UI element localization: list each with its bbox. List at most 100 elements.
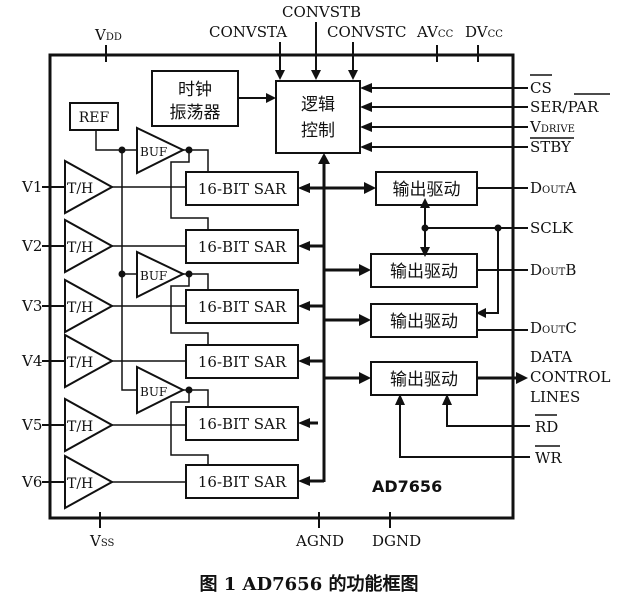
input-label: V5	[21, 416, 42, 434]
doutc-label: DOUTC	[530, 319, 577, 337]
track-hold-label: T/H	[67, 419, 93, 435]
vdrive-label: VDRIVE	[529, 118, 575, 136]
sar-block	[185, 406, 299, 441]
sar-block	[185, 229, 299, 264]
input-channel: V5 T/H	[21, 397, 186, 453]
sar-label: 16-BIT SAR	[198, 353, 287, 371]
wr-line	[399, 403, 530, 458]
sar-label: 16-BIT SAR	[198, 473, 287, 491]
bus-to-sar-arrow	[298, 241, 310, 251]
dvcc-label: DVCC	[465, 23, 503, 41]
wire	[183, 273, 209, 290]
output-driver-1: 输出驱动	[324, 171, 528, 206]
output-driver-block	[370, 303, 478, 338]
input-label: V3	[21, 297, 42, 315]
track-hold-label: T/H	[67, 300, 93, 316]
wire	[170, 390, 209, 465]
input-label: V1	[21, 178, 42, 196]
wire	[183, 149, 209, 172]
input-channel: V3 T/H	[21, 278, 186, 334]
clock-label-line1: 时钟	[178, 80, 212, 100]
output-driver-label: 输出驱动	[390, 370, 458, 390]
sclk-arrow-up	[420, 198, 430, 208]
clock-arrow	[266, 93, 276, 103]
bus-to-sar-arrow	[298, 301, 310, 311]
vdd-label: VDD	[94, 26, 122, 44]
ref-block	[69, 102, 119, 131]
logic-label-line2: 控制	[301, 121, 335, 141]
output-driver-label: 输出驱动	[393, 180, 461, 200]
logic-control-block	[275, 80, 361, 154]
sar-block	[185, 289, 299, 324]
dgnd-label: DGND	[372, 532, 421, 550]
sar-adc-5: 16-BIT SAR	[185, 406, 318, 441]
sclk-arrow-down	[420, 247, 430, 257]
sar-label: 16-BIT SAR	[198, 298, 287, 316]
sar-block	[185, 344, 299, 379]
cs-label: CS	[530, 79, 552, 97]
input-channel: V1 T/H	[21, 159, 186, 215]
rd-arrow	[442, 394, 452, 405]
logic-label-line1: 逻辑	[301, 95, 335, 115]
track-hold-amp	[64, 218, 115, 274]
clock-label-line2: 振荡器	[170, 103, 221, 123]
sar1-arrow	[298, 183, 310, 193]
track-hold-label: T/H	[67, 181, 93, 197]
bus-to-driver-arrow	[364, 182, 376, 194]
agnd-label: AGND	[295, 532, 344, 550]
sar-block	[185, 171, 299, 206]
sclk-c-arrow	[476, 308, 486, 318]
wire	[183, 389, 209, 407]
figure-caption: 图 1 AD7656 的功能框图	[200, 573, 419, 595]
output-driver-label: 输出驱动	[390, 312, 458, 332]
chip-name-label: AD7656	[372, 477, 442, 496]
convsta-arrow	[275, 70, 285, 80]
output-driver-block	[370, 361, 478, 396]
sar-adc-6: 16-BIT SAR	[185, 464, 324, 499]
douta-label: DOUTA	[530, 179, 576, 197]
track-hold-amp	[64, 454, 115, 510]
track-hold-amp	[64, 333, 115, 389]
wire	[170, 150, 209, 230]
avcc-label: AVCC	[416, 23, 454, 41]
bus-to-driver-arrow	[359, 372, 371, 384]
bus-to-sar-arrow	[298, 476, 310, 486]
output-driver-4: 输出驱动	[324, 361, 528, 396]
data-lines-label-3: LINES	[530, 388, 580, 406]
sar-adc-2: 16-BIT SAR	[185, 229, 324, 264]
buffer-1-label: BUF	[140, 145, 167, 159]
data-lines-arrow	[516, 372, 528, 384]
stby-label: STBY	[530, 138, 572, 156]
convsta-label: CONVSTA	[209, 23, 287, 41]
input-label: V4	[21, 352, 42, 370]
bus-to-sar-arrow	[298, 418, 310, 428]
sar-adc-1: 16-BIT SAR	[185, 171, 324, 206]
input-label: V2	[21, 237, 42, 255]
track-hold-amp	[64, 278, 115, 334]
vss-label: VSS	[89, 532, 115, 550]
data-lines-label-1: DATA	[530, 348, 572, 366]
rd-label: RD	[535, 418, 558, 436]
sar-label: 16-BIT SAR	[198, 238, 287, 256]
sar-label: 16-BIT SAR	[198, 180, 287, 198]
track-hold-label: T/H	[67, 355, 93, 371]
sar-label: 16-BIT SAR	[198, 415, 287, 433]
ref-line	[95, 130, 122, 151]
output-driver-block	[370, 253, 478, 288]
clock-oscillator-block	[151, 70, 239, 127]
wire	[121, 388, 137, 391]
control-inputs	[360, 83, 528, 152]
data-lines-label-2: CONTROL	[530, 368, 610, 386]
sclk-to-c-line	[484, 228, 499, 314]
track-hold-label: T/H	[67, 476, 93, 492]
buffer-3-label: BUF	[140, 385, 167, 399]
bus-to-driver-arrow	[359, 314, 371, 326]
wr-label: WR	[535, 449, 562, 467]
input-channel: V4 T/H	[21, 333, 186, 389]
ser-par-label: SER/PAR	[530, 98, 599, 116]
bus-to-driver-arrow	[359, 264, 371, 276]
ref-label: REF	[79, 110, 110, 126]
convstb-label: CONVSTB	[282, 3, 361, 21]
wire	[170, 274, 209, 345]
